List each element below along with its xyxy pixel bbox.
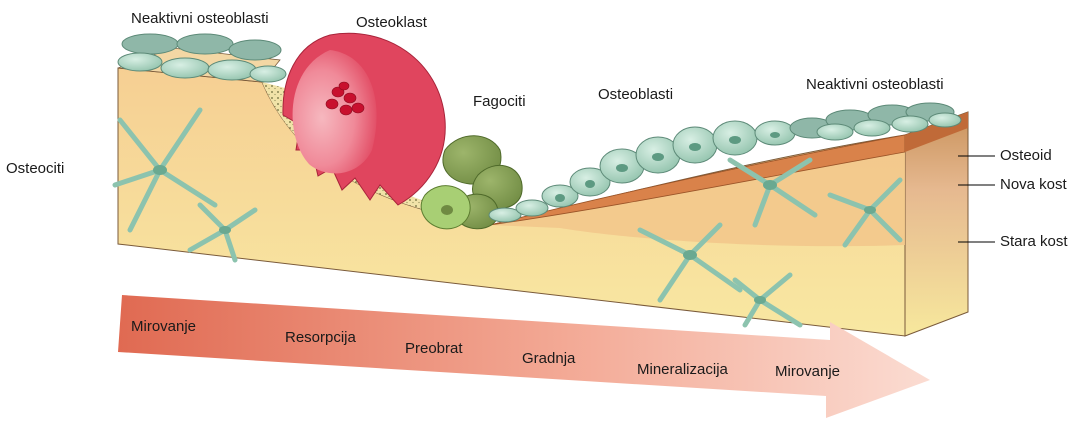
stage-label-4: Gradnja xyxy=(522,350,575,367)
label-osteocytes: Osteociti xyxy=(6,160,64,177)
stage-label-5: Mineralizacija xyxy=(637,361,728,378)
stage-label-3: Preobrat xyxy=(405,340,463,357)
label-new-bone: Nova kost xyxy=(1000,176,1067,193)
label-inactive-osteoblasts-left: Neaktivni osteoblasti xyxy=(131,10,269,27)
label-old-bone: Stara kost xyxy=(1000,233,1068,250)
label-osteoid: Osteoid xyxy=(1000,147,1052,164)
label-phagocytes: Fagociti xyxy=(473,93,526,110)
label-inactive-osteoblasts-right: Neaktivni osteoblasti xyxy=(806,76,944,93)
stage-label-2: Resorpcija xyxy=(285,329,356,346)
stage-label-6: Mirovanje xyxy=(775,363,840,380)
stage-label-1: Mirovanje xyxy=(131,318,196,335)
label-osteoblasts: Osteoblasti xyxy=(598,86,673,103)
label-osteoclast: Osteoklast xyxy=(356,14,427,31)
